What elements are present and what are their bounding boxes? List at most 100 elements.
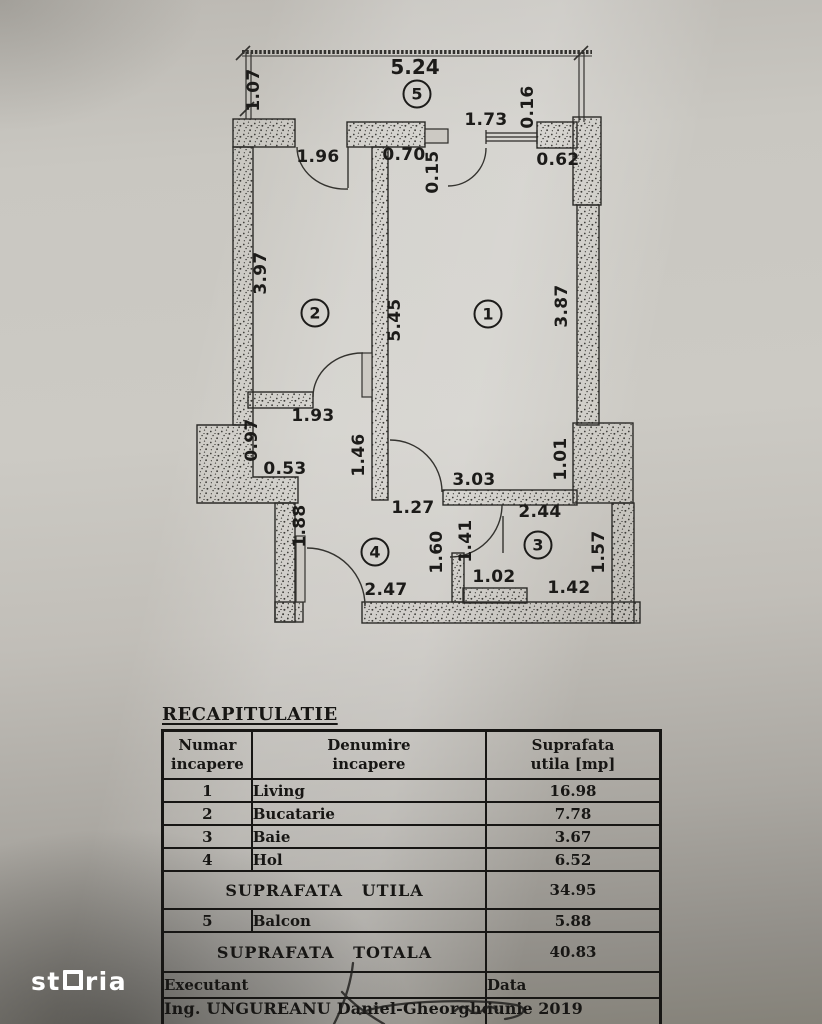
header-row: Numar incapere Denumire incapere Suprafa… xyxy=(161,729,662,780)
room-name-cell: Balcon xyxy=(250,908,488,933)
suprafata-utila-row: SUPRAFATA UTILA 34.95 xyxy=(161,870,662,910)
dim-tick xyxy=(239,101,255,117)
balcony-parapet xyxy=(235,45,592,122)
dimension-label: 0.53 xyxy=(263,459,306,479)
executant-name: Ing. UNGUREANU Daniel-Gheorghe xyxy=(161,997,488,1024)
door-arc xyxy=(447,147,487,187)
thin-wall-015 xyxy=(424,128,449,144)
header-line: incapere xyxy=(170,755,244,773)
wall xyxy=(232,118,296,148)
room-number-circle xyxy=(402,79,432,109)
dimension-label: 2.47 xyxy=(364,580,407,600)
dim-tick xyxy=(235,45,251,61)
recap-table: Numar incapere Denumire incapere Suprafa… xyxy=(161,729,662,1024)
room-number-cell: 5 xyxy=(161,908,253,933)
dimension-label: 3.97 xyxy=(251,251,271,294)
dimension-label: 2.44 xyxy=(518,502,561,522)
wall xyxy=(274,601,304,623)
wall xyxy=(232,146,254,426)
suprafata-totala-value: 40.83 xyxy=(485,931,662,973)
room-number-circle xyxy=(300,298,330,328)
dimension-label: 3.87 xyxy=(552,284,572,327)
dimension-label: 1.46 xyxy=(349,433,369,476)
recapitulation-section: RECAPITULATIE Numar incapere Denumire in… xyxy=(161,704,662,1024)
door-leaf xyxy=(361,352,373,398)
room-name-cell: Living xyxy=(250,778,488,803)
dimension-label: 0.97 xyxy=(242,418,262,461)
table-row: 3 Baie 3.67 xyxy=(161,824,662,849)
room-number-cell: 2 xyxy=(161,801,253,826)
doors xyxy=(295,146,504,607)
room-number-cell: 4 xyxy=(161,847,253,872)
suprafata-totala-label: SUPRAFATA TOTALA xyxy=(161,931,488,973)
executant-label: Executant xyxy=(161,971,488,999)
recap-title: RECAPITULATIE xyxy=(162,704,338,725)
dim-tick xyxy=(573,45,589,61)
door-arc xyxy=(449,504,503,558)
door-arc xyxy=(296,146,349,190)
room-name-cell: Hol xyxy=(250,847,488,872)
dimension-label: 1.60 xyxy=(427,530,447,573)
wall xyxy=(361,601,641,624)
dimension-label: 1.57 xyxy=(589,530,609,573)
header-suprafata-utila: Suprafata utila [mp] xyxy=(485,729,662,780)
header-line: Suprafata xyxy=(531,736,615,755)
room-number-circle xyxy=(523,530,553,560)
dimension-label: 1.01 xyxy=(551,437,571,480)
wall xyxy=(572,422,634,504)
executant-data-row: Executant Data xyxy=(161,971,662,999)
room-number: 5 xyxy=(411,85,422,104)
watermark-square-o: o xyxy=(62,970,83,990)
walls xyxy=(196,116,641,624)
room-number: 1 xyxy=(482,305,493,324)
dimension-label: 0.70 xyxy=(382,145,425,165)
room-number-cell: 3 xyxy=(161,824,253,849)
room-area-cell: 5.88 xyxy=(485,908,662,933)
date-value: iunie 2019 xyxy=(485,997,662,1024)
suprafata-utila-label: SUPRAFATA UTILA xyxy=(161,870,488,910)
room-name-cell: Baie xyxy=(250,824,488,849)
header-line: incapere xyxy=(332,755,406,773)
dimension-label: 1.07 xyxy=(244,68,264,111)
table-row: 4 Hol 6.52 xyxy=(161,847,662,872)
watermark-text: ria xyxy=(84,967,128,996)
header-denumire-incapere: Denumire incapere xyxy=(250,729,488,780)
header-line: Denumire xyxy=(327,736,411,755)
dimension-label: 5.24 xyxy=(390,55,439,79)
wall xyxy=(576,204,600,426)
wall xyxy=(346,121,426,148)
dimension-label: 3.03 xyxy=(452,470,495,490)
window-triple-line xyxy=(485,130,538,144)
header-numar-incapere: Numar incapere xyxy=(161,729,253,780)
room-number: 3 xyxy=(532,536,543,555)
dimension-label: 0.16 xyxy=(518,85,538,128)
wall xyxy=(247,391,314,409)
suprafata-totala-row: SUPRAFATA TOTALA 40.83 xyxy=(161,931,662,973)
signature-row: Ing. UNGUREANU Daniel-Gheorghe iunie 201… xyxy=(161,997,662,1024)
room-number-circle xyxy=(473,299,503,329)
door-arc xyxy=(312,352,364,398)
dimension-label: 1.93 xyxy=(291,406,334,426)
dimension-label: 5.45 xyxy=(385,298,405,341)
data-label: Data xyxy=(485,971,662,999)
room-area-cell: 16.98 xyxy=(485,778,662,803)
wall xyxy=(462,587,528,604)
balcon-row: 5 Balcon 5.88 xyxy=(161,908,662,933)
room-area-cell: 6.52 xyxy=(485,847,662,872)
dimension-label: 1.88 xyxy=(290,504,310,547)
room-number: 2 xyxy=(309,304,320,323)
storia-watermark: storia xyxy=(31,967,127,996)
dimension-label: 0.15 xyxy=(423,150,443,193)
dimension-label: 1.02 xyxy=(472,567,515,587)
room-number-cell: 1 xyxy=(161,778,253,803)
table-row: 1 Living 16.98 xyxy=(161,778,662,803)
door-arc xyxy=(306,547,366,607)
dimension-label: 1.73 xyxy=(464,110,507,130)
room-area-cell: 3.67 xyxy=(485,824,662,849)
header-line: utila [mp] xyxy=(530,755,616,773)
dimension-label: 1.41 xyxy=(456,519,476,562)
